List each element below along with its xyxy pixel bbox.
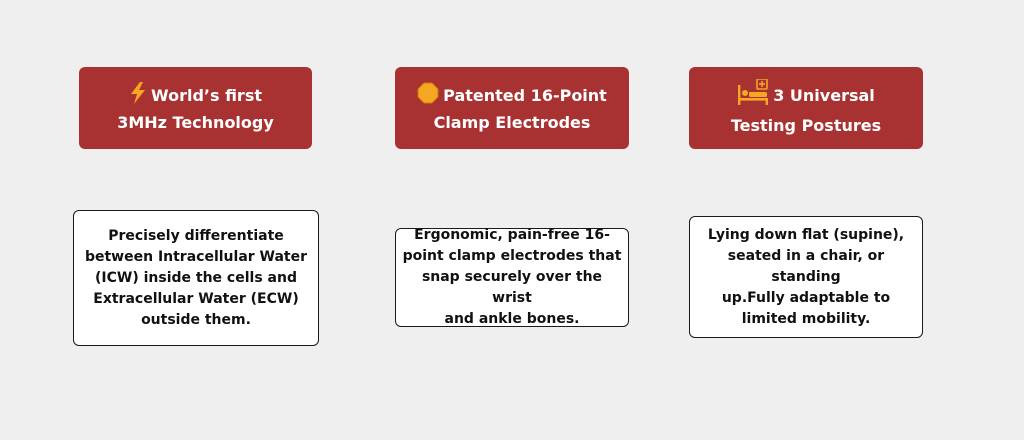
- feature-3-description: Lying down flat (supine), seated in a ch…: [707, 226, 905, 327]
- feature-1-title-line2: 3MHz Technology: [117, 112, 274, 132]
- feature-1-description: Precisely differentiate between Intracel…: [84, 227, 308, 328]
- feature-3-description-box: Lying down flat (supine), seated in a ch…: [689, 216, 923, 338]
- feature-2-description: Ergonomic, pain-free 16- point clamp ele…: [402, 227, 622, 327]
- feature-1-description-box: Precisely differentiate between Intracel…: [73, 210, 319, 346]
- octagon-icon: [417, 82, 439, 111]
- patient-bed-icon: [737, 77, 769, 114]
- feature-2-badge: Patented 16-Point Clamp Electrodes: [395, 67, 629, 149]
- lightning-icon: [129, 81, 147, 111]
- feature-2-description-box: Ergonomic, pain-free 16- point clamp ele…: [395, 227, 629, 327]
- feature-3-badge: 3 Universal Testing Postures: [689, 67, 923, 149]
- feature-3-title-line1: 3 Universal: [773, 85, 875, 105]
- feature-2-title-line2: Clamp Electrodes: [433, 112, 591, 132]
- feature-3-title-line2: Testing Postures: [730, 115, 882, 135]
- feature-1-title-line1: World’s first: [151, 85, 262, 105]
- feature-1-badge: World’s first 3MHz Technology: [79, 67, 312, 149]
- feature-2-title-line1: Patented 16-Point: [443, 85, 607, 105]
